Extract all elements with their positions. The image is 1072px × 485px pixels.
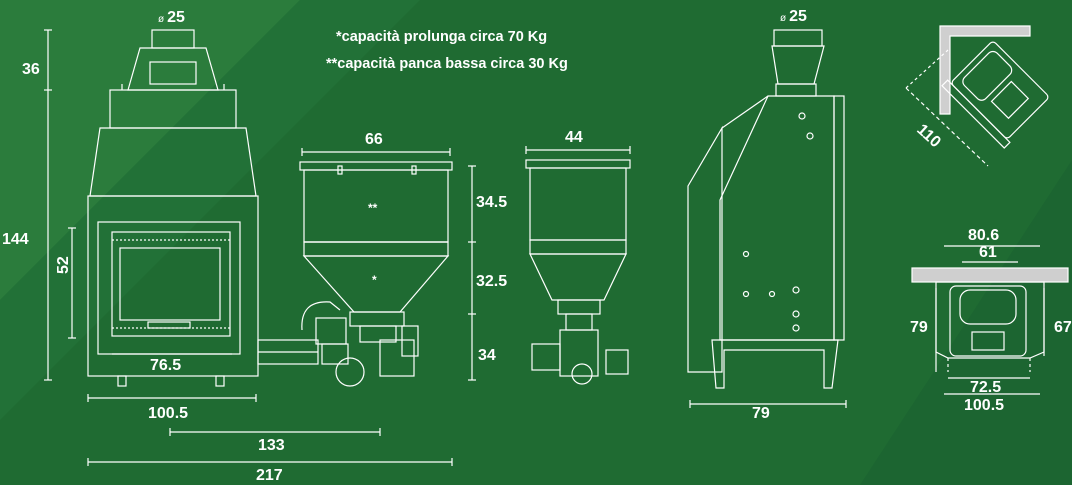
hopper-lower-height: 34 [478,347,496,364]
hopper-front-view [299,161,453,387]
wall-right-depth: 67 [1054,319,1072,336]
corner-plan-view [905,25,1049,167]
side-dimension-lines [689,400,847,408]
hopper-double-marker: ** [368,201,378,215]
front-body-width: 100.5 [148,405,189,422]
hopper-side-view [525,159,631,385]
note-bench-capacity: **capacità panca bassa circa 30 Kg [326,56,568,72]
front-dimension-lines [44,29,453,466]
stove-front-view [87,29,319,387]
front-span-width: 133 [258,437,285,454]
side-depth: 79 [752,405,770,422]
stove-side-view [687,29,845,389]
front-total-height: 144 [2,231,29,248]
wall-plan-dimension-lines [935,245,1045,395]
hopper-dimension-lines [301,148,476,381]
wall-inner-top: 61 [979,244,997,261]
front-total-width: 217 [256,467,283,484]
wall-inner-bottom: 72.5 [970,379,1002,396]
hopper-single-marker: * [372,273,377,287]
hopper-side-dimension-lines [525,146,631,154]
wall-plan-view [911,267,1069,372]
wall-outer-top: 80.6 [968,227,1000,244]
hopper-side-width: 44 [565,129,583,146]
front-top-height: 36 [22,61,40,78]
note-extension-capacity: *capacità prolunga circa 70 Kg [336,29,548,45]
hopper-width: 66 [365,131,383,148]
front-door-height: 52 [55,256,72,274]
hopper-middle-height: 32.5 [476,273,508,290]
front-door-width: 76.5 [150,357,182,374]
wall-left-depth: 79 [910,319,928,336]
hopper-upper-height: 34.5 [476,194,508,211]
wall-outer-bottom: 100.5 [964,397,1005,414]
